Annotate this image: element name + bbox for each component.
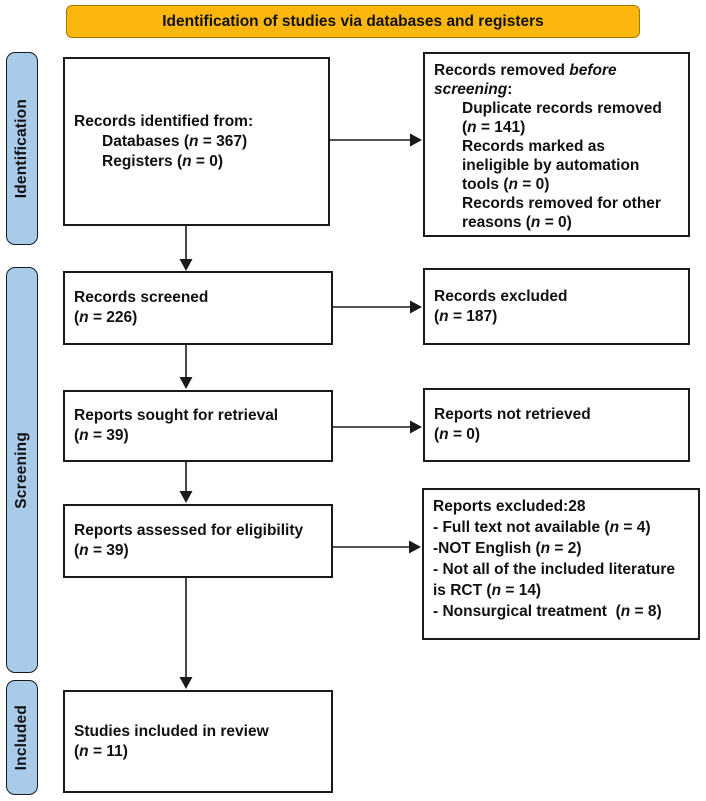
stage-screening-label: Screening	[13, 431, 30, 509]
box-line: Studies included in review	[74, 722, 269, 740]
box-line: Registers (n = 0)	[102, 152, 224, 170]
box-line: Reports not retrieved	[434, 406, 591, 423]
box-line: Records marked as	[462, 138, 606, 155]
box-reports-sought-for-retrieval: Reports sought for retrieval (n = 39)	[63, 390, 333, 462]
arrow-sought-to-assessed	[179, 462, 193, 503]
box-line: - Not all of the included literature	[433, 561, 675, 578]
box-line: (n = 187)	[434, 307, 498, 325]
box-line: (n = 0)	[434, 426, 481, 443]
box-line: Records identified from:	[74, 112, 254, 130]
arrow-screened-to-sought	[179, 345, 193, 389]
box-line: Records screened	[74, 289, 209, 306]
box-line: (n = 141)	[462, 119, 526, 136]
arrow-identified-to-removed	[330, 133, 422, 147]
arrow-screened-to-excluded	[333, 300, 422, 314]
box-line: Records excluded	[434, 287, 568, 305]
stage-included-label: Included	[13, 704, 30, 771]
box-line: (n = 226)	[74, 309, 138, 326]
box-studies-included-in-review: Studies included in review (n = 11)	[63, 690, 333, 793]
box-line: (n = 11)	[74, 742, 128, 760]
box-reports-assessed-for-eligibility: Reports assessed for eligibility (n = 39)	[63, 504, 333, 578]
box-line: Reports sought for retrieval	[74, 407, 279, 424]
box-reports-not-retrieved: Reports not retrieved (n = 0)	[423, 388, 690, 462]
box-line: reasons (n = 0)	[462, 214, 572, 231]
box-line: Records removed for other	[462, 195, 661, 212]
box-records-identified: Records identified from: Databases (n = 3…	[63, 57, 330, 226]
box-line: -NOT English (n = 2)	[433, 540, 582, 557]
box-line: - Full text not available (n = 4)	[433, 519, 651, 536]
box-records-excluded: Records excluded (n = 187)	[423, 268, 690, 345]
box-line: is RCT (n = 14)	[433, 582, 542, 599]
stage-identification: Identification	[6, 52, 38, 245]
box-line: (n = 39)	[74, 542, 129, 559]
arrow-assessed-to-reports-excluded	[333, 540, 421, 554]
box-line: screening:	[434, 81, 513, 98]
box-line: Reports excluded:28	[433, 498, 586, 515]
banner-identification-via-databases: Identification of studies via databases …	[66, 5, 640, 38]
box-line: ineligible by automation	[462, 157, 640, 174]
arrow-sought-to-not-retrieved	[333, 420, 422, 434]
box-records-screened: Records screened (n = 226)	[63, 271, 333, 345]
box-line: (n = 39)	[74, 427, 129, 444]
stage-screening: Screening	[6, 267, 38, 673]
box-records-removed-before-screening: Records removed before screening: Duplicat…	[423, 52, 690, 237]
box-line: Databases (n = 367)	[102, 132, 248, 150]
banner-label: Identification of studies via databases …	[162, 12, 544, 30]
box-line: Reports assessed for eligibility	[74, 522, 304, 539]
box-reports-excluded: Reports excluded:28 - Full text not avail…	[422, 488, 700, 640]
stage-included: Included	[6, 680, 38, 795]
box-line: Duplicate records removed	[462, 100, 662, 117]
box-line: - Nonsurgical treatment (n = 8)	[433, 603, 662, 620]
box-line: tools (n = 0)	[462, 176, 550, 193]
box-line: Records removed before	[434, 62, 617, 79]
arrow-identified-to-screened	[179, 226, 193, 271]
stage-identification-label: Identification	[13, 98, 30, 199]
arrow-assessed-to-included	[179, 578, 193, 689]
